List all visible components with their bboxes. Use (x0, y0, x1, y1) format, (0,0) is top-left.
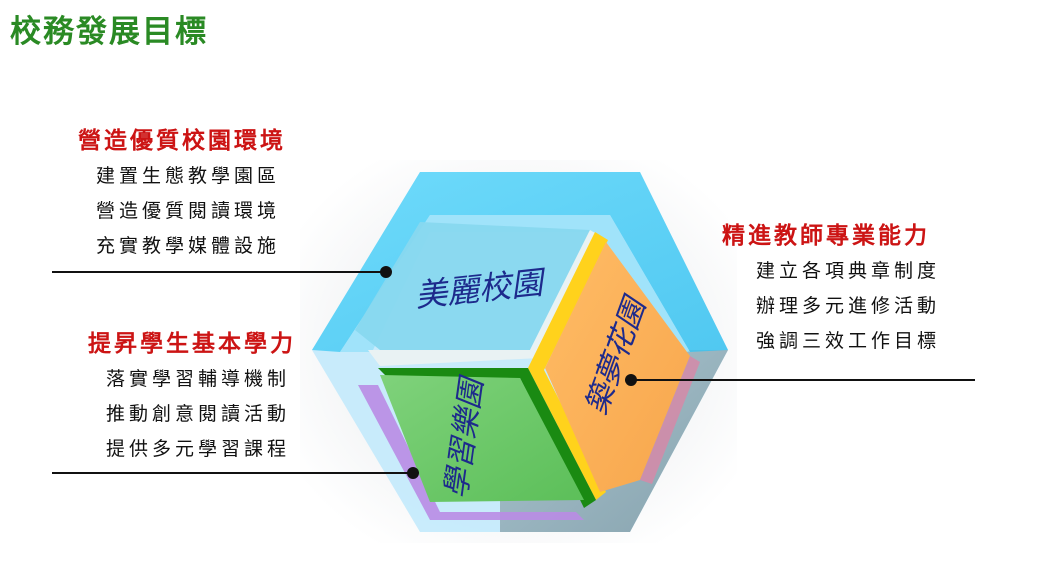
goal-item: 落實學習輔導機制 (105, 368, 290, 390)
connector-dot-student (407, 467, 419, 479)
outer-hexagon-top (312, 172, 728, 352)
goal-item: 建立各項典章制度 (756, 260, 941, 282)
page-title: 校務發展目標 (10, 14, 208, 50)
goal-block-environment: 營造優質校園環境 建置生態教學園區 營造優質閱讀環境 充實教學媒體設施 (78, 127, 286, 264)
purple-accent (358, 385, 584, 520)
connector-dot-teacher (625, 374, 637, 386)
top-face[interactable] (355, 222, 590, 350)
goal-title-student: 提昇學生基本學力 (88, 330, 296, 357)
goal-item: 推動創意閱讀活動 (105, 403, 290, 425)
goal-item: 建置生態教學園區 (95, 165, 280, 187)
left-face[interactable] (380, 375, 584, 502)
yellow-edge (528, 232, 608, 500)
goal-item: 辦理多元進修活動 (756, 295, 941, 317)
goal-title-environment: 營造優質校園環境 (78, 127, 286, 154)
goal-item: 充實教學媒體設施 (95, 235, 280, 257)
right-face[interactable] (545, 242, 690, 492)
dark-green-edge (378, 368, 596, 508)
goal-block-teacher: 精進教師專業能力 建立各項典章制度 辦理多元進修活動 強調三效工作目標 (722, 222, 940, 359)
goal-block-student: 提昇學生基本學力 落實學習輔導機制 推動創意閱讀活動 提供多元學習課程 (88, 330, 296, 467)
goal-item: 強調三效工作目標 (756, 330, 941, 352)
connector-dot-environment (380, 266, 392, 278)
goal-title-teacher: 精進教師專業能力 (722, 222, 930, 249)
goal-item: 提供多元學習課程 (105, 438, 290, 460)
divider-strip-middle (368, 350, 540, 366)
right-face-pink-edge (640, 356, 700, 484)
goal-item: 營造優質閱讀環境 (95, 200, 280, 222)
